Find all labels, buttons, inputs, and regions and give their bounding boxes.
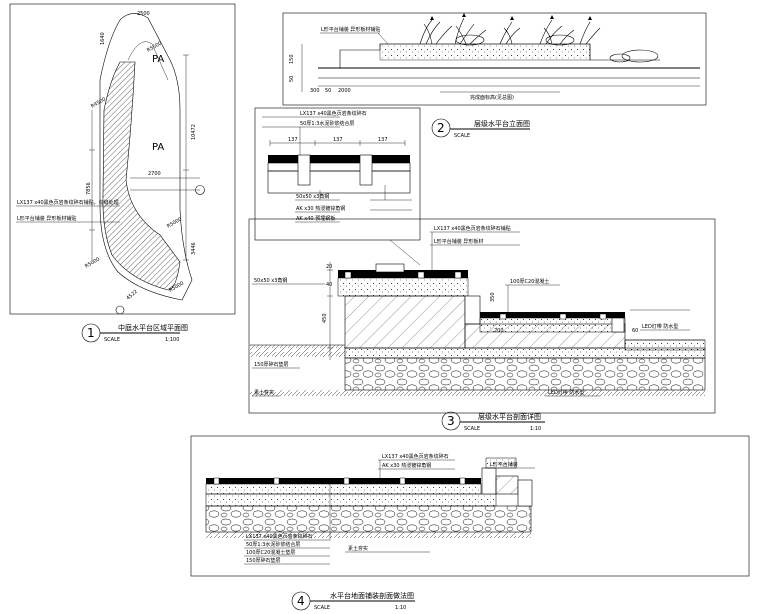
detail-note-1: LX137 x40黑色页岩条纹碎石 (300, 110, 367, 117)
panel-4-title: 水平台地面铺装剖面做法图 (330, 591, 414, 600)
terrace-outline (99, 13, 193, 301)
section-note-4: LED灯带 防水型 (642, 323, 678, 330)
elev-dim-50: 50 (289, 76, 295, 82)
section-note-2: L形平台铺装 异形板材 (434, 238, 483, 245)
tag-pa: PA (152, 54, 164, 65)
paving-note-2: 50厚1:3水泥砂浆结合层 (246, 541, 300, 548)
paving-gravel-layer (205, 505, 532, 533)
panel-4-section: LX137 x40黑色页岩条纹碎石 AK x30 热浸镀锌角钢 L形平台铺装 L… (190, 435, 750, 611)
panel-1-number: 1 (87, 326, 95, 340)
detail-dim-1: 137 (288, 137, 298, 143)
section-note-led: LED灯带 防水型 (548, 389, 584, 396)
detail-stone-slab (268, 155, 410, 163)
panel-3-scale-label: SCALE (464, 426, 480, 432)
panel-1-plan: PA PA 2500 2700 10472 7856 3446 4522 164… (9, 3, 236, 343)
panel-1-frame (9, 3, 236, 315)
paving-note-top-2: AK x30 热浸镀锌角钢 (382, 462, 431, 469)
panel-2-scale-label: SCALE (454, 133, 470, 139)
detail-concrete (267, 170, 411, 194)
paving-concrete-layer (205, 493, 497, 507)
panel-4-frame (190, 435, 750, 577)
section-upper-body (344, 295, 466, 349)
section-note-6: 150厚碎石垫层 (254, 361, 289, 368)
elev-dim-300: 300 (310, 88, 320, 94)
paving-note-5: 素土夯实 (348, 545, 368, 552)
elev-dim-50b: 50 (325, 88, 331, 94)
dim-7856: 7856 (86, 182, 92, 195)
panel-2-number: 2 (437, 121, 445, 135)
section-gravel-bed (344, 357, 706, 391)
section-marker-circle (195, 185, 205, 195)
inner-arc (127, 41, 169, 81)
section-lower-slab (480, 312, 625, 318)
panel-3-frame (248, 218, 716, 414)
plan-note-1: LX137 x40黑色页岩条纹碎石铺贴，勾缝处理 (17, 199, 119, 206)
panel-4-scale-label: SCALE (314, 605, 330, 611)
hatched-paving-band (102, 61, 181, 291)
section-note-1: LX137 x40黑色页岩条纹碎石铺贴 (434, 225, 511, 232)
paving-stone-layer (206, 478, 481, 484)
panel-3-number-circle (441, 411, 461, 431)
panel-3-scale-value: 1:10 (530, 426, 541, 432)
panel-2-frame (282, 12, 707, 106)
detail-dim-2: 137 (333, 137, 343, 143)
detail-dim-3: 137 (378, 137, 388, 143)
section-dim-350: 350 (490, 292, 496, 302)
flower-heads (430, 13, 592, 20)
detail-note-2: 50厚1:3水泥砂浆结合层 (300, 120, 354, 127)
section-dim-60: 60 (632, 328, 638, 334)
radius-label-1: R5500 (146, 40, 163, 53)
tag-pa-2: PA (152, 142, 164, 153)
dim-4522: 4522 (125, 289, 139, 302)
section-note-3: 100厚C20混凝土 (510, 278, 549, 285)
dim-2500: 2500 (137, 11, 150, 17)
panel-1-scale-value: 1:100 (165, 337, 179, 343)
elevation-plants (419, 17, 659, 63)
dim-2700: 2700 (148, 171, 161, 177)
elevation-note-top: L形平台铺装 异形板材铺贴 (321, 26, 380, 33)
panel-3-number: 3 (447, 414, 455, 428)
elev-dim-150: 150 (289, 54, 295, 64)
section-note-5: 素土夯实 (254, 389, 274, 396)
section-dim-450: 450 (322, 313, 328, 323)
detail-note-5: AK x40 预埋钢板 (296, 215, 335, 222)
bottom-marker-circle (115, 305, 125, 315)
section-upper-slab (338, 270, 468, 278)
plan-note-2: L形平台铺装 异形板材铺贴 (17, 215, 76, 222)
panel-1-title: 中庭水平台区域平面图 (118, 323, 188, 332)
paving-note-1: LX137 x40黑色页岩条纹碎石 (246, 533, 313, 540)
detail-frame (254, 107, 421, 241)
panel-2-title: 层级水平台立面图 (474, 119, 530, 128)
detail-callout: 137 137 137 LX137 x40黑色页岩条纹碎石 50厚1:3水泥砂浆… (254, 107, 421, 266)
section-dim-20: 20 (326, 264, 332, 270)
paving-note-3: 100厚C20混凝土垫层 (246, 549, 295, 556)
section-dim-40: 40 (326, 282, 332, 288)
elevation-note-bottom: 完成面标高(见总图) (470, 94, 514, 101)
paving-note-4: 150厚碎石垫层 (246, 557, 281, 564)
panel-3-title: 层级水平台剖面详图 (478, 412, 541, 421)
dim-3446: 3446 (191, 242, 197, 255)
panel-2-number-circle (431, 118, 451, 138)
elev-dim-2000: 2000 (338, 88, 351, 94)
dim-10472: 10472 (191, 124, 197, 140)
detail-note-4: AK x30 热浸镀锌角钢 (296, 205, 345, 212)
dim-1640: 1640 (100, 32, 106, 45)
panel-2-elevation: L形平台铺装 异形板材铺贴 150 50 2000 300 50 完成面标高(见… (282, 12, 707, 139)
detail-note-3: 50x50 x3角钢 (296, 193, 329, 200)
panel-4-scale-value: 1:10 (395, 605, 406, 611)
panel-1-scale-label: SCALE (104, 337, 120, 343)
radius-label-4: R5000 (166, 216, 183, 229)
paving-note-right: L形平台铺装 (490, 461, 518, 468)
paving-note-top-1: LX137 x40黑色页岩条纹碎石 (382, 453, 449, 460)
section-dim-200: 200 (494, 328, 504, 334)
section-note-7: 50x50 x3角钢 (254, 277, 287, 284)
panel-3-section: 20 40 450 350 200 60 LX137 x40黑色页岩条纹碎石铺贴… (248, 218, 716, 432)
panel-4-number: 4 (297, 594, 305, 608)
radius-label-3: R5000 (84, 256, 101, 269)
